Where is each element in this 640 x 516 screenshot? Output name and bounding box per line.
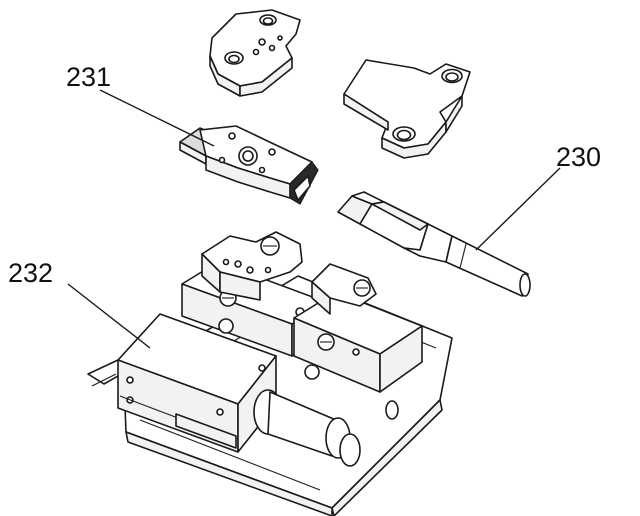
leader-line-231 <box>99 89 215 147</box>
upper-clamp-block <box>201 231 303 301</box>
sensor-module-231 <box>179 125 319 205</box>
side-clamp-block <box>311 263 377 315</box>
top-large-bracket <box>343 59 471 159</box>
top-small-bracket <box>209 9 301 97</box>
callout-232: 232 <box>8 258 53 288</box>
callout-230: 230 <box>556 142 601 172</box>
actuator-cylinder-232 <box>87 313 361 467</box>
leader-line-230 <box>475 167 561 251</box>
callout-231: 231 <box>66 62 111 92</box>
leader-line-232 <box>67 283 151 349</box>
cable-connector-230 <box>337 191 531 297</box>
